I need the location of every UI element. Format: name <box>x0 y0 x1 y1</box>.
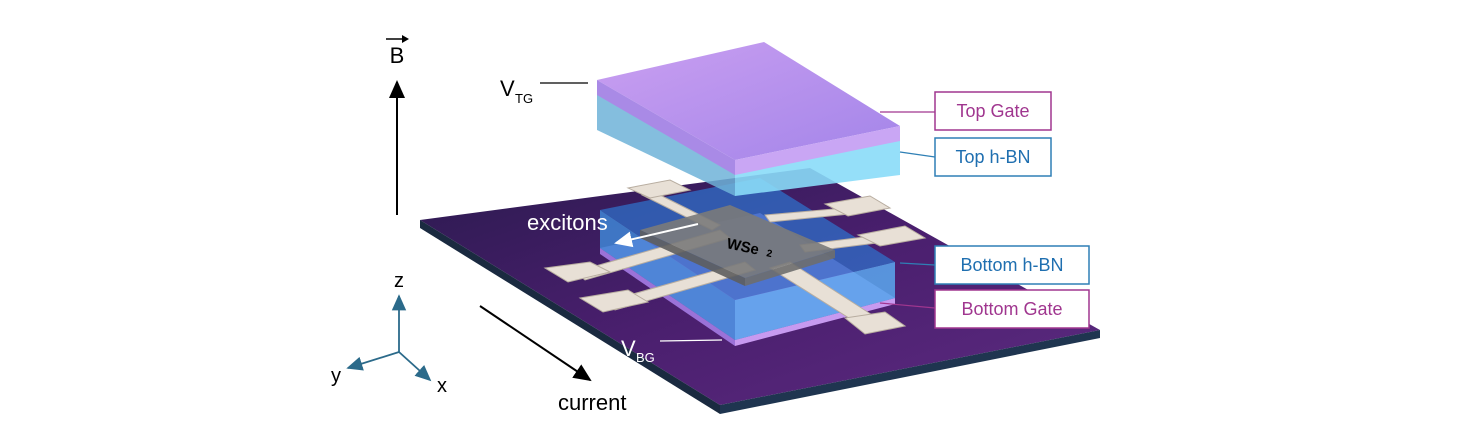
axis-z-label: z <box>394 270 404 292</box>
label-top-gate: Top Gate <box>956 101 1029 121</box>
wse2-label: WSe 2 <box>725 235 773 260</box>
axis-x-label: x <box>437 375 447 397</box>
vtg-label: V TG <box>500 76 533 106</box>
label-box-bottom-gate: Bottom Gate <box>934 289 1090 329</box>
current-label: current <box>558 390 626 415</box>
current-indicator: current <box>479 305 626 415</box>
coordinate-axes: z y x <box>331 270 447 397</box>
label-box-top-gate: Top Gate <box>934 91 1052 131</box>
excitons-label: excitons <box>527 210 608 235</box>
top-hbn-layer <box>597 92 900 196</box>
vbg-label: V BG <box>621 336 655 365</box>
vbg-main: V <box>621 336 636 361</box>
label-box-bottom-hbn: Bottom h-BN <box>934 245 1090 285</box>
vbg-sub: BG <box>636 350 655 365</box>
label-bottom-gate: Bottom Gate <box>961 299 1062 319</box>
vtg-main: V <box>500 76 515 101</box>
vector-arrow-icon <box>402 35 409 43</box>
vtg-sub: TG <box>515 91 533 106</box>
axis-y-label: y <box>331 365 341 387</box>
wse2-main: WSe <box>725 235 760 258</box>
b-field-indicator: B <box>386 35 409 215</box>
label-top-hbn: Top h-BN <box>955 147 1030 167</box>
wse2-sub: 2 <box>765 248 773 260</box>
b-field-label: B <box>390 43 405 68</box>
label-box-top-hbn: Top h-BN <box>934 137 1052 177</box>
label-bottom-hbn: Bottom h-BN <box>960 255 1063 275</box>
excitons-indicator: excitons <box>527 210 699 248</box>
wse2-flake <box>640 205 835 286</box>
top-gate-layer <box>597 42 900 175</box>
callout-lines <box>540 82 936 342</box>
